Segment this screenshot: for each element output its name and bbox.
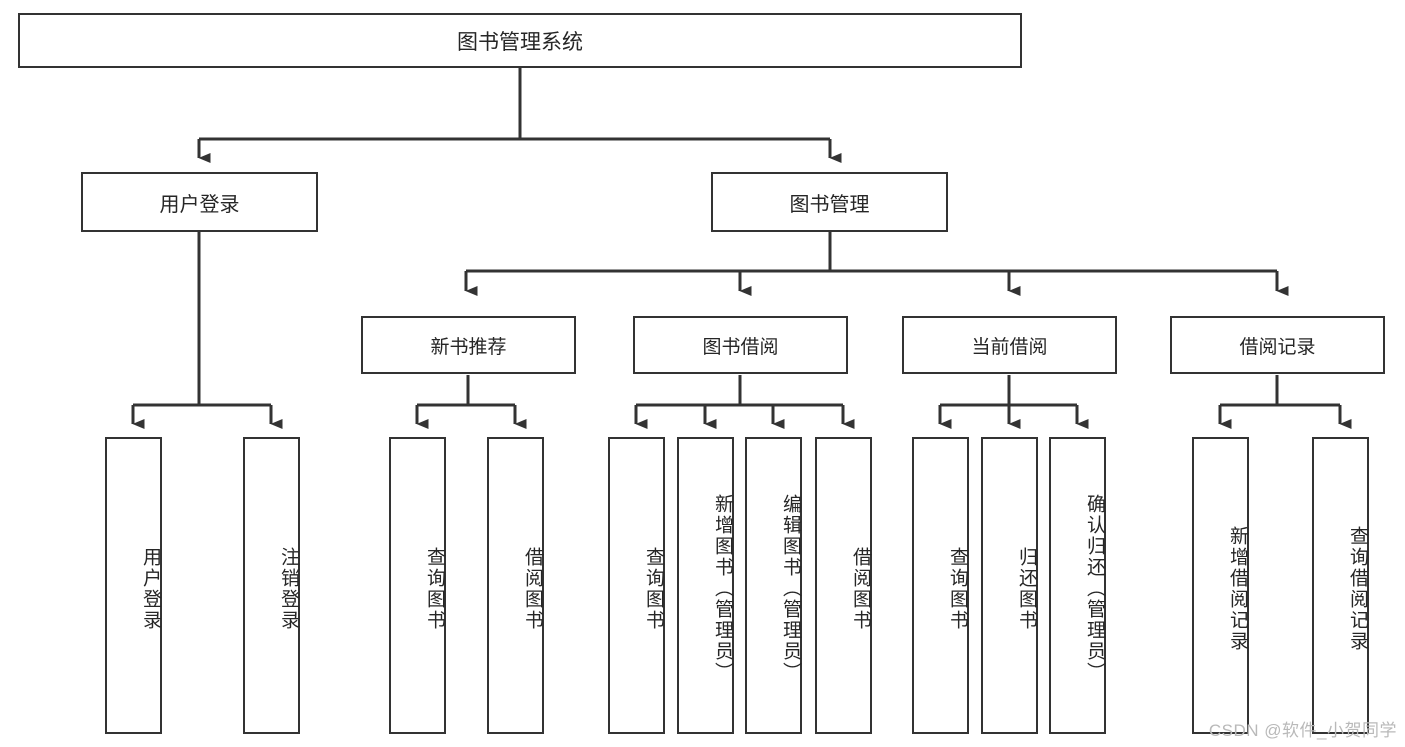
leaf-query-book-borrow[interactable]: 查询图书 [608,437,665,734]
leaf-query-book-current[interactable]: 查询图书 [912,437,969,734]
node-label: 新增借阅记录 [1227,525,1248,652]
node-book-management[interactable]: 图书管理 [711,172,948,232]
node-label: 图书借阅 [702,336,779,358]
leaf-add-borrow-record[interactable]: 新增借阅记录 [1192,437,1249,734]
node-label: 借阅记录 [1239,336,1316,358]
node-label: 新书推荐 [430,336,507,358]
node-root-system[interactable]: 图书管理系统 [18,13,1022,68]
node-current-borrow[interactable]: 当前借阅 [902,316,1117,374]
node-label: 编辑图书（管理员） [780,494,801,683]
leaf-borrow-book[interactable]: 借阅图书 [815,437,872,734]
node-label: 图书管理 [789,193,870,216]
node-label: 确认归还（管理员） [1084,494,1105,683]
leaf-edit-book-admin[interactable]: 编辑图书（管理员） [745,437,802,734]
node-label: 用户登录 [140,546,161,631]
node-label: 归还图书 [1016,546,1037,631]
node-label: 借阅图书 [850,546,871,631]
node-label: 当前借阅 [971,336,1048,358]
watermark: CSDN @软件_小贺同学 [1208,721,1397,740]
leaf-confirm-return-admin[interactable]: 确认归还（管理员） [1049,437,1106,734]
node-label: 用户登录 [159,193,240,216]
node-label: 借阅图书 [522,546,543,631]
node-label: 查询图书 [643,546,664,631]
node-user-login[interactable]: 用户登录 [81,172,318,232]
leaf-logout[interactable]: 注销登录 [243,437,300,734]
node-new-book-recommend[interactable]: 新书推荐 [361,316,576,374]
node-label: 查询借阅记录 [1347,525,1368,652]
node-label: 查询图书 [947,546,968,631]
node-label: 新增图书（管理员） [712,494,733,683]
node-label: 图书管理系统 [457,30,583,54]
node-label: 查询图书 [424,546,445,631]
leaf-return-book[interactable]: 归还图书 [981,437,1038,734]
node-borrow-record[interactable]: 借阅记录 [1170,316,1385,374]
leaf-user-login[interactable]: 用户登录 [105,437,162,734]
node-label: 注销登录 [278,546,299,631]
node-book-borrow[interactable]: 图书借阅 [633,316,848,374]
leaf-query-borrow-record[interactable]: 查询借阅记录 [1312,437,1369,734]
leaf-add-book-admin[interactable]: 新增图书（管理员） [677,437,734,734]
leaf-query-book-recommend[interactable]: 查询图书 [389,437,446,734]
leaf-borrow-book-recommend[interactable]: 借阅图书 [487,437,544,734]
